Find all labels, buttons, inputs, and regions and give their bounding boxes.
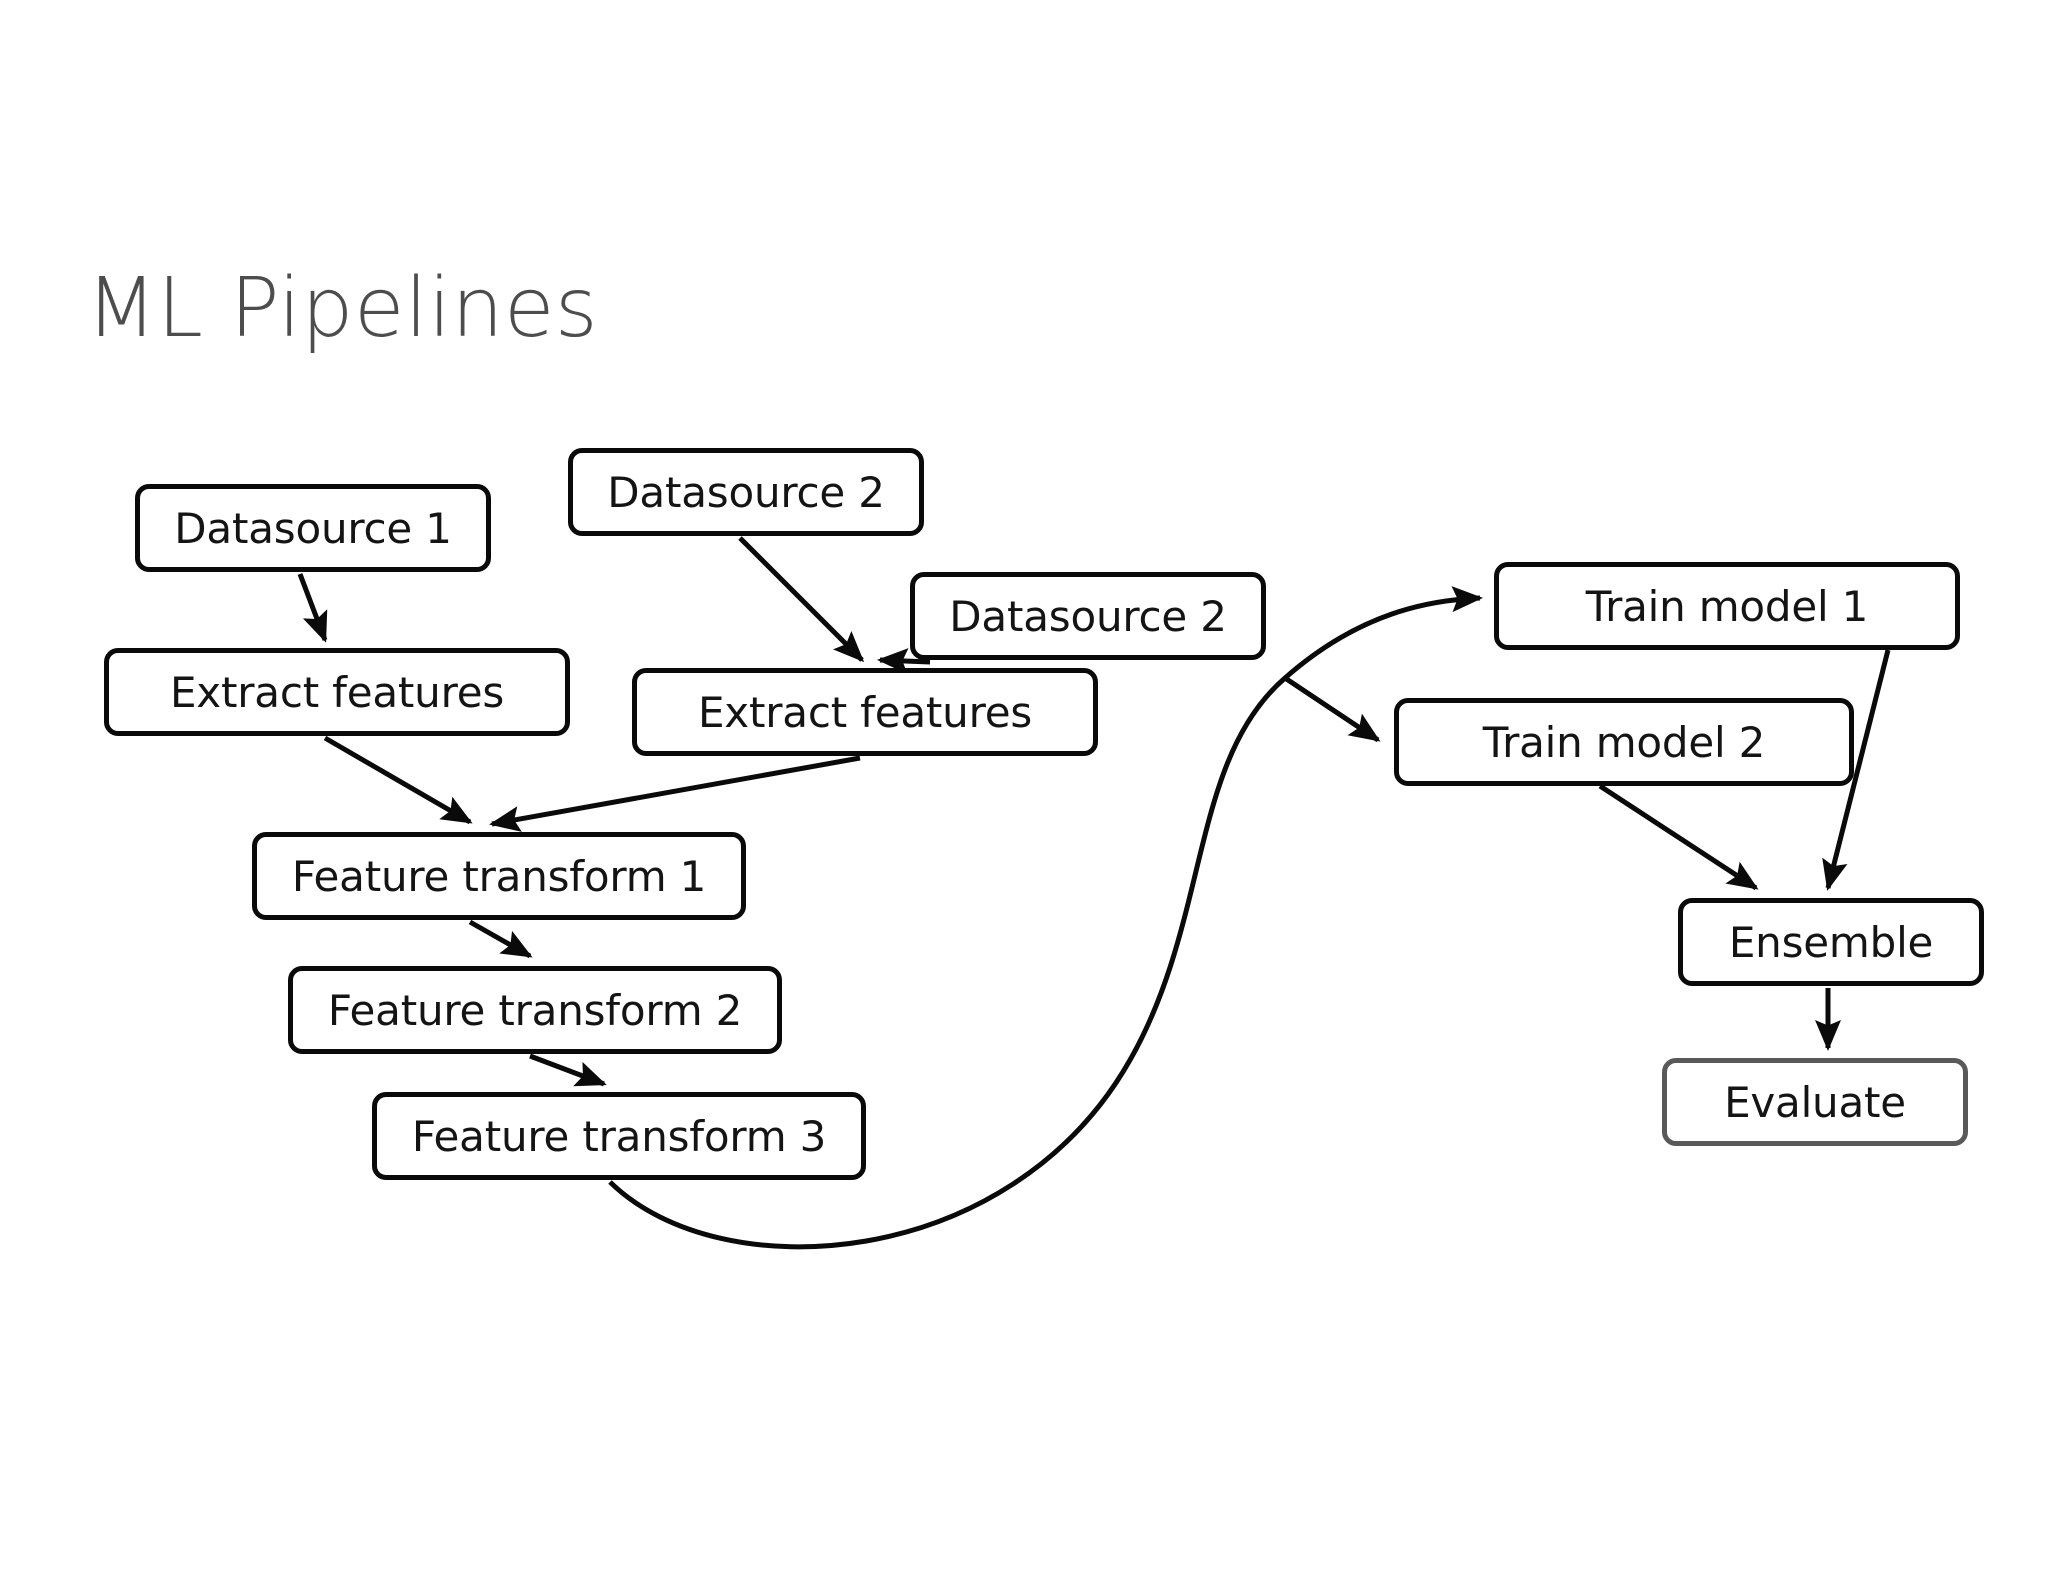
node-ensemble[interactable]: Ensemble — [1678, 898, 1984, 986]
edge-ftrans1-ftrans2 — [468, 919, 533, 959]
node-extract-features-2[interactable]: Extract features — [632, 668, 1098, 756]
node-label: Evaluate — [1724, 1077, 1906, 1127]
node-datasource1[interactable]: Datasource 1 — [135, 484, 491, 572]
node-label: Feature transform 3 — [411, 1111, 827, 1161]
node-evaluate[interactable]: Evaluate — [1662, 1058, 1968, 1146]
edge-extract2-ftrans1 — [489, 755, 861, 832]
node-label: Train model 1 — [1585, 581, 1869, 631]
edge-datasource2b-extract2 — [877, 648, 931, 675]
edge-extract1-ftrans1 — [323, 735, 473, 825]
node-feature-transform-1[interactable]: Feature transform 1 — [252, 832, 746, 920]
edge-ftrans3-trainmodel2 — [1283, 675, 1381, 743]
edge-ftrans2-ftrans3 — [529, 1053, 607, 1087]
node-datasource2-lower[interactable]: Datasource 2 — [910, 572, 1266, 660]
node-label: Train model 2 — [1482, 717, 1766, 767]
node-feature-transform-2[interactable]: Feature transform 2 — [288, 966, 782, 1054]
edge-datasource1-extract1 — [297, 573, 328, 643]
node-train-model-1[interactable]: Train model 1 — [1494, 562, 1960, 650]
page-title: ML Pipelines — [86, 261, 599, 356]
node-train-model-2[interactable]: Train model 2 — [1394, 698, 1854, 786]
node-label: Ensemble — [1728, 917, 1934, 967]
node-label: Feature transform 2 — [327, 985, 743, 1035]
node-label: Datasource 1 — [174, 503, 452, 553]
node-extract-features-1[interactable]: Extract features — [104, 648, 570, 736]
edge-trainmodel2-ensemble — [1598, 783, 1759, 891]
node-label: Datasource 2 — [607, 467, 885, 517]
node-datasource2-upper[interactable]: Datasource 2 — [568, 448, 924, 536]
node-label: Extract features — [169, 667, 505, 717]
node-label: Extract features — [697, 687, 1033, 737]
node-feature-transform-3[interactable]: Feature transform 3 — [372, 1092, 866, 1180]
node-label: Feature transform 1 — [291, 851, 707, 901]
node-label: Datasource 2 — [949, 591, 1227, 641]
edge-datasource2a-extract2 — [738, 536, 865, 663]
